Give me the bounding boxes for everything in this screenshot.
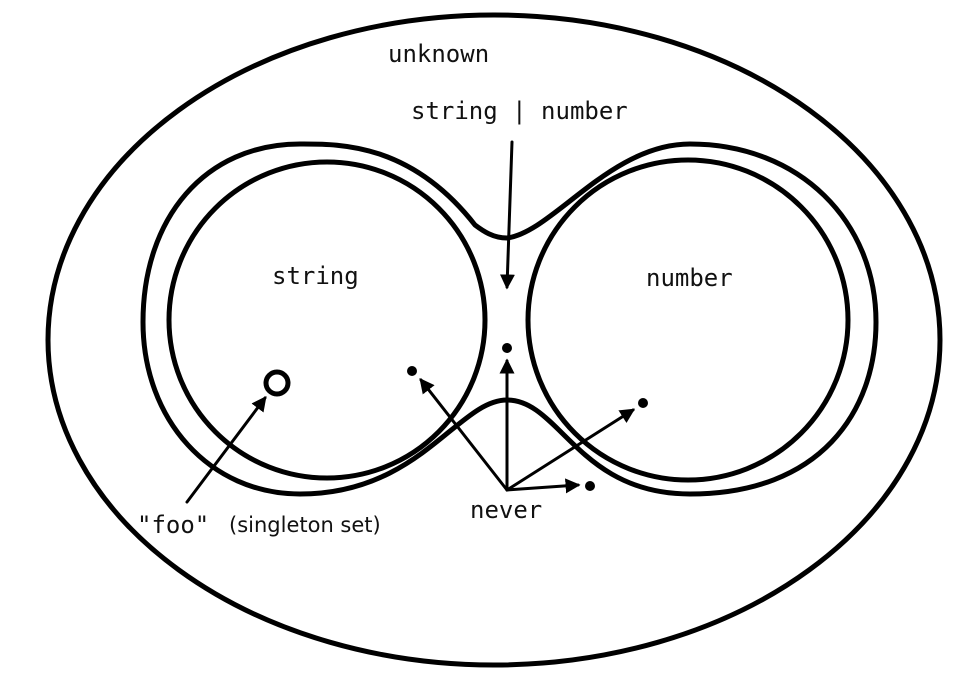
foo-singleton-ring xyxy=(263,369,291,397)
never-dot-unknown xyxy=(585,481,595,491)
union-arrow xyxy=(499,140,515,290)
never-arrow-number xyxy=(505,408,636,492)
number-set-circle xyxy=(525,157,851,483)
foo-label: "foo" xyxy=(137,511,209,539)
never-dot-number xyxy=(638,398,648,408)
unknown-set-ellipse xyxy=(45,12,943,668)
number-label: number xyxy=(646,264,733,292)
never-dot-center xyxy=(502,343,512,353)
string-label: string xyxy=(272,262,359,290)
string-set-circle xyxy=(166,159,488,481)
union-set-outline xyxy=(140,141,879,497)
never-arrow-string xyxy=(419,378,509,492)
never-arrow-unknown xyxy=(505,478,581,494)
never-dot-string xyxy=(407,366,417,376)
never-label: never xyxy=(470,496,542,524)
singleton-label: (singleton set) xyxy=(229,513,381,537)
union-label: string | number xyxy=(411,97,628,125)
unknown-label: unknown xyxy=(388,40,489,68)
foo-arrow xyxy=(185,396,267,504)
